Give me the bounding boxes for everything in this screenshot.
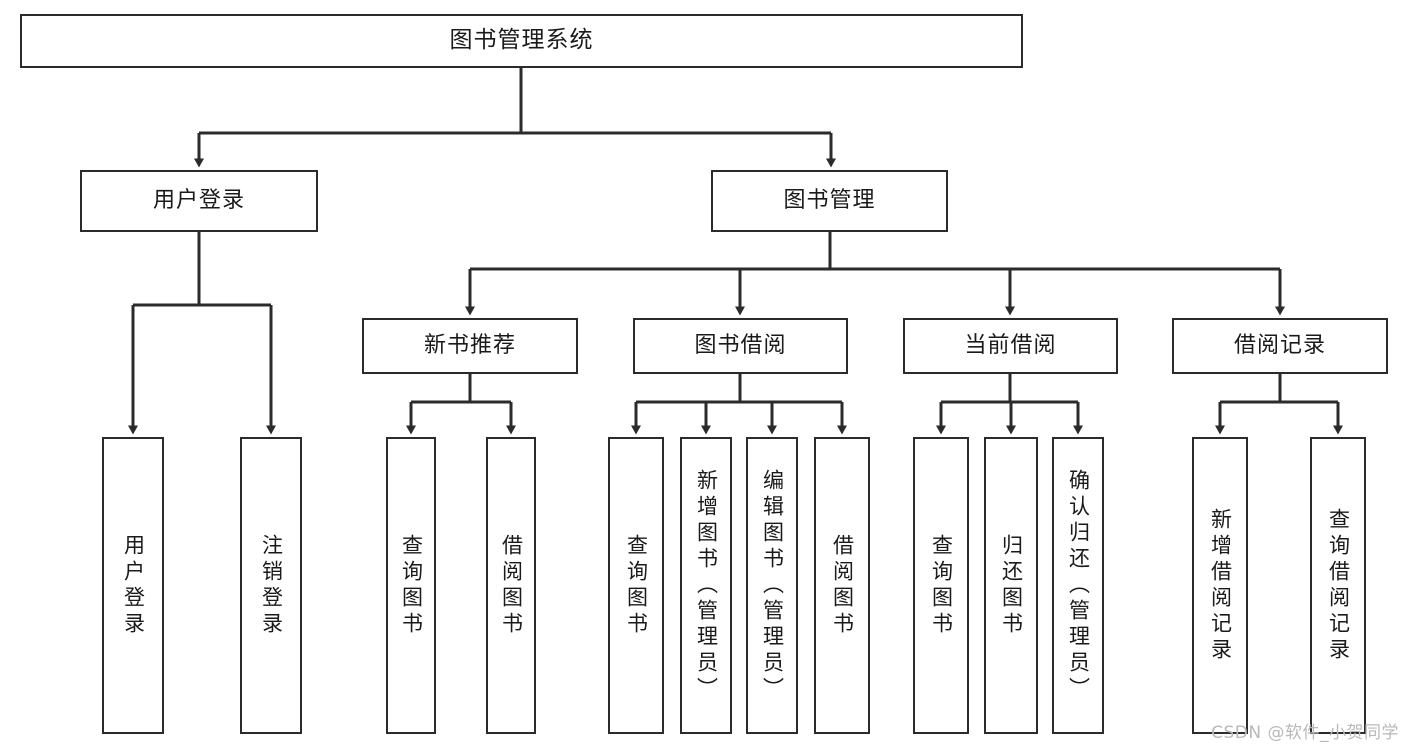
node-leaf-borrow-book[interactable]: 借阅图书 — [814, 437, 870, 734]
node-leaf-confirm-return[interactable]: 确认归还（管理员） — [1052, 437, 1104, 734]
node-label: 当前借阅 — [964, 332, 1057, 358]
node-label: 借阅图书 — [830, 533, 855, 638]
node-label: 用户登录 — [121, 533, 146, 638]
node-leaf-query-book-rec[interactable]: 查询图书 — [386, 437, 436, 734]
node-leaf-edit-book[interactable]: 编辑图书（管理员） — [746, 437, 798, 734]
node-label: 归还图书 — [999, 533, 1024, 638]
node-label: 图书借阅 — [694, 332, 787, 358]
node-label: 新书推荐 — [423, 332, 516, 358]
node-leaf-user-login[interactable]: 用户登录 — [102, 437, 164, 734]
node-borrow-record[interactable]: 借阅记录 — [1172, 318, 1388, 374]
node-book-borrow[interactable]: 图书借阅 — [633, 318, 848, 374]
node-label: 图书管理 — [783, 187, 876, 213]
node-leaf-query-book-cur[interactable]: 查询图书 — [913, 437, 969, 734]
node-leaf-query-record[interactable]: 查询借阅记录 — [1310, 437, 1366, 734]
node-leaf-add-book[interactable]: 新增图书（管理员） — [680, 437, 732, 734]
node-root[interactable]: 图书管理系统 — [20, 14, 1023, 68]
node-label: 查询图书 — [399, 533, 424, 638]
node-label: 查询图书 — [624, 533, 649, 638]
node-new-book-rec[interactable]: 新书推荐 — [362, 318, 578, 374]
node-leaf-query-book-borrow[interactable]: 查询图书 — [608, 437, 664, 734]
node-current-borrow[interactable]: 当前借阅 — [903, 318, 1118, 374]
node-label: 图书管理系统 — [449, 27, 594, 54]
node-leaf-return-book[interactable]: 归还图书 — [984, 437, 1038, 734]
node-label: 查询借阅记录 — [1326, 507, 1351, 664]
node-label: 新增借阅记录 — [1208, 507, 1233, 664]
node-label: 借阅图书 — [499, 533, 524, 638]
node-leaf-logout[interactable]: 注销登录 — [240, 437, 302, 734]
node-user-login[interactable]: 用户登录 — [80, 170, 318, 232]
watermark: CSDN @软件_小贺同学 — [1211, 723, 1399, 743]
node-label: 确认归还（管理员） — [1066, 468, 1091, 703]
node-label: 借阅记录 — [1233, 332, 1326, 358]
node-label: 查询图书 — [929, 533, 954, 638]
node-leaf-add-record[interactable]: 新增借阅记录 — [1192, 437, 1248, 734]
node-label: 编辑图书（管理员） — [760, 468, 785, 703]
node-label: 新增图书（管理员） — [694, 468, 719, 703]
node-label: 注销登录 — [259, 533, 284, 638]
node-book-manage[interactable]: 图书管理 — [711, 170, 948, 232]
node-leaf-borrow-book-rec[interactable]: 借阅图书 — [486, 437, 536, 734]
node-label: 用户登录 — [152, 187, 245, 213]
